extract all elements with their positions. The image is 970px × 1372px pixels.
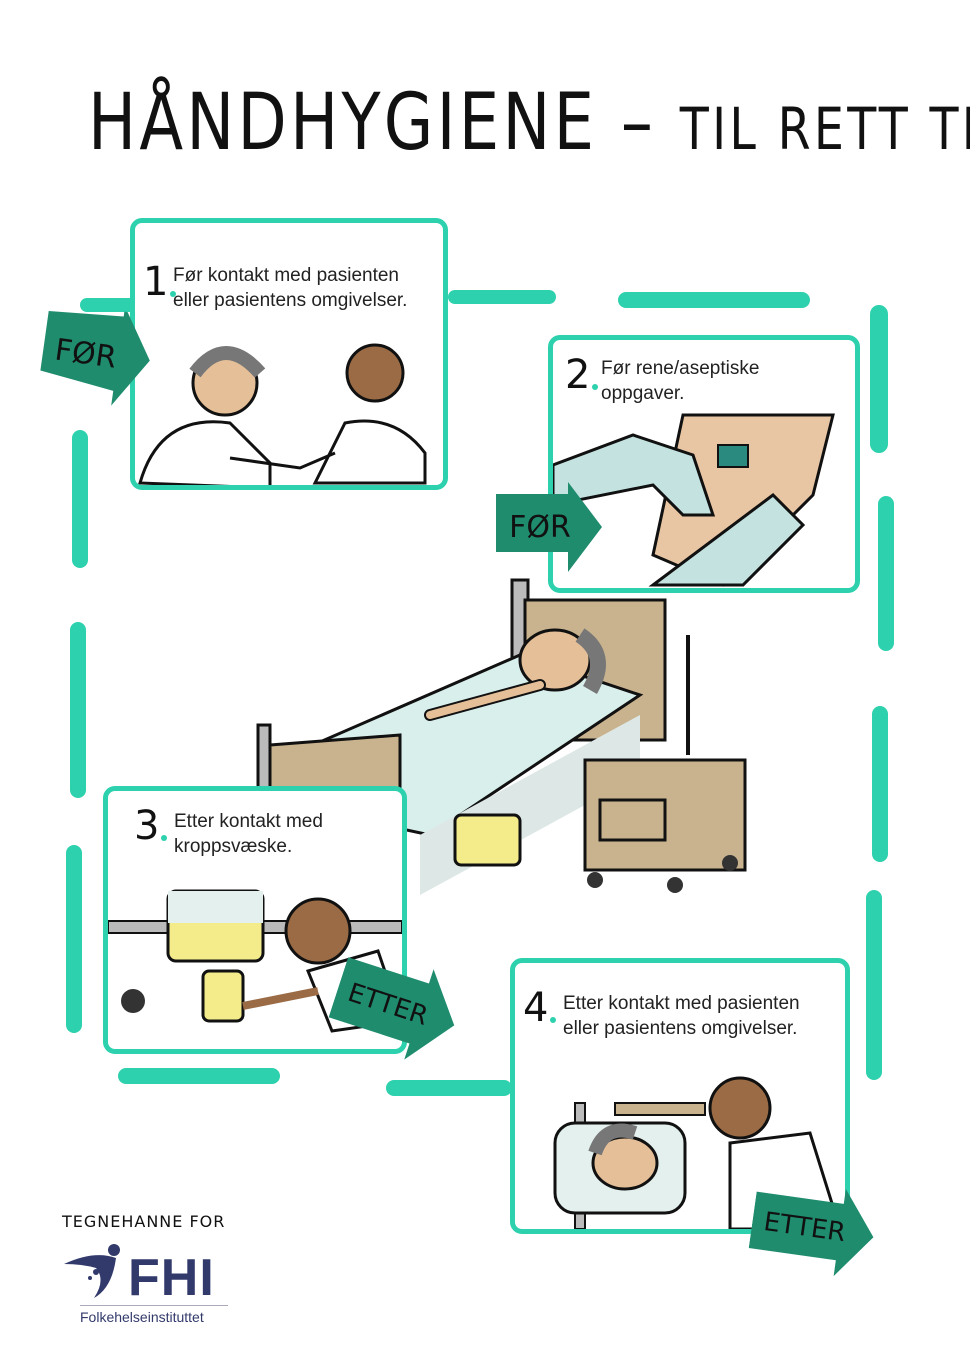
loop-dash <box>66 845 82 1033</box>
after-arrow-4-label: ETTER <box>761 1207 848 1249</box>
moment-2-panel: 2 Før rene/aseptiske oppgaver. <box>548 335 860 593</box>
moment-2-number: 2 <box>565 352 600 398</box>
before-arrow-2-label: FØR <box>509 509 571 545</box>
before-arrow-2: FØR <box>496 482 604 572</box>
loop-dash <box>386 1080 512 1096</box>
loop-dash <box>872 706 888 862</box>
moment-4-panel: 4 Etter kontakt med pasienten eller pasie… <box>510 958 850 1234</box>
moment-3-text: Etter kontakt med kroppsvæske. <box>174 809 323 859</box>
moment-2-line2: oppgaver. <box>601 383 685 404</box>
handshake-illustration <box>138 343 427 485</box>
moment-4-line1: Etter kontakt med pasienten <box>563 993 800 1014</box>
moment-2-text: Før rene/aseptiske oppgaver. <box>601 356 759 406</box>
moment-2-line1: Før rene/aseptiske <box>601 358 760 379</box>
loop-dash <box>870 305 888 453</box>
fhi-logo-text: FHI <box>128 1249 215 1307</box>
after-arrow-4: ETTER <box>746 1177 882 1282</box>
moment-1-line1: Før kontakt med pasienten <box>173 265 399 286</box>
loop-dash <box>448 290 556 304</box>
page-title: HÅNDHYGIENE – TIL RETT TID <box>88 78 970 168</box>
illustrator-credit: TEGNEHANNE FOR <box>62 1212 226 1231</box>
moment-1-text: Før kontakt med pasienten eller pasienten… <box>173 263 407 313</box>
loop-dash <box>80 298 140 312</box>
moment-1-panel: 1 Før kontakt med pasienten eller pasient… <box>130 218 448 490</box>
title-sub: TIL RETT TID <box>679 95 970 163</box>
moment-3-line1: Etter kontakt med <box>174 811 323 832</box>
moment-4-number: 4 <box>523 985 558 1031</box>
moment-4-line2: eller pasientens omgivelser. <box>563 1018 798 1039</box>
fhi-logo-icon <box>64 1244 120 1298</box>
title-separator: – <box>620 78 657 168</box>
after-arrow-3: ETTER <box>323 943 471 1072</box>
moment-3-number: 3 <box>134 803 169 849</box>
before-arrow-1-label: FØR <box>52 332 119 376</box>
loop-dash <box>618 292 810 308</box>
title-main: HÅNDHYGIENE <box>88 78 598 168</box>
moment-1-number: 1 <box>143 259 178 305</box>
moment-1-line2: eller pasientens omgivelser. <box>173 290 408 311</box>
before-arrow-1: FØR <box>32 300 159 410</box>
loop-dash <box>118 1068 280 1084</box>
fhi-logo-subtitle: Folkehelseinstituttet <box>80 1305 228 1325</box>
gloved-hands-illustration <box>553 413 835 587</box>
moment-4-text: Etter kontakt med pasienten eller pasient… <box>563 991 800 1041</box>
loop-dash <box>72 430 88 568</box>
moment-3-line2: kroppsvæske. <box>174 836 293 857</box>
loop-dash <box>878 496 894 651</box>
loop-dash <box>70 622 86 798</box>
loop-dash <box>866 890 882 1080</box>
